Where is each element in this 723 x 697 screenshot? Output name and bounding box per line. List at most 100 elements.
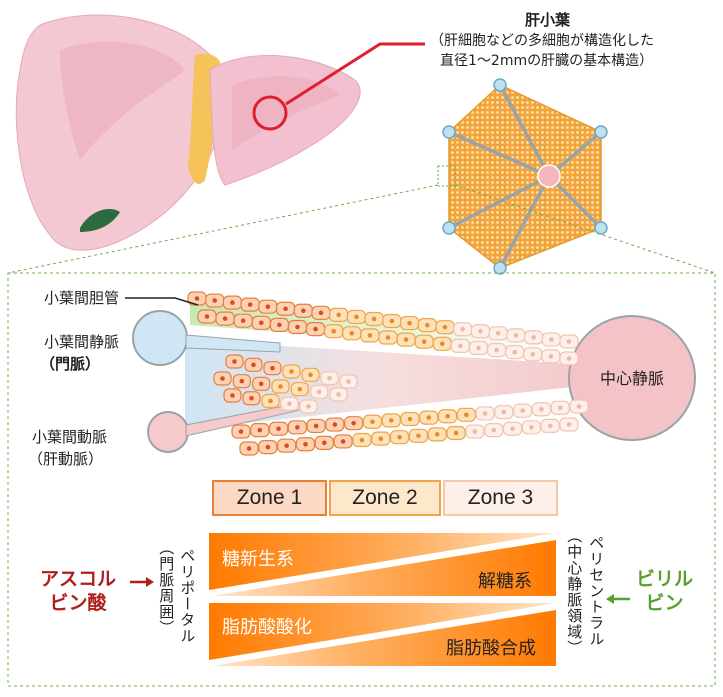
hepatocyte-nucleus — [300, 308, 306, 314]
hepatocyte-nucleus — [276, 426, 281, 432]
hepatocyte-nucleus — [295, 324, 300, 330]
hepatocyte-nucleus — [265, 444, 271, 450]
lobule-desc-line1: （肝細胞などの多細胞が構造化した — [430, 33, 654, 49]
hepatic-artery-shape — [147, 411, 189, 453]
hepatocyte-nucleus — [547, 423, 553, 429]
liver-illustration — [15, 14, 361, 251]
hepatocyte-nucleus — [204, 314, 210, 319]
hepatocyte-nucleus — [501, 409, 507, 415]
hepatocyte-nucleus — [287, 401, 292, 407]
gluconeogenesis-label: 糖新生系 — [222, 549, 294, 570]
hepatocyte-nucleus — [442, 324, 448, 330]
hepatocyte-nucleus — [278, 384, 283, 389]
zoom-line-right — [454, 184, 716, 274]
portal-vein-branch — [185, 334, 281, 353]
hepatocyte-nucleus — [327, 375, 332, 381]
hepatocyte-nucleus — [230, 300, 235, 305]
hepatocyte-nucleus — [340, 439, 346, 444]
hepatocyte-nucleus — [270, 365, 275, 371]
hepatocyte-nucleus — [440, 341, 445, 347]
hepatocyte-nucleus — [460, 326, 466, 332]
hepatocyte-nucleus — [306, 404, 311, 409]
hepatocyte-nucleus — [220, 376, 225, 381]
lobule-central-vein — [537, 164, 561, 188]
hepatocyte-nucleus — [246, 446, 252, 451]
hepatocyte-nucleus — [445, 413, 450, 419]
fa-synthesis-label: 脂肪酸合成 — [446, 638, 536, 659]
hepatocyte-nucleus — [566, 422, 572, 427]
lobule-highlight-circle — [252, 95, 288, 131]
central-vein-label: 中心静脈 — [600, 369, 665, 388]
hepatocyte-nucleus — [407, 320, 412, 326]
wedge-fa-synthesis — [212, 610, 556, 666]
portal-node — [594, 125, 608, 139]
hepatocyte-nucleus — [251, 362, 256, 368]
hepatocyte-nucleus — [259, 320, 264, 326]
hepatocyte-nucleus — [222, 316, 228, 321]
zoom-frame — [7, 272, 716, 687]
hepatocyte-nucleus — [336, 392, 341, 397]
hepatocyte-nucleus — [308, 372, 313, 378]
hepatocyte-nucleus — [268, 398, 273, 404]
ascorbic-acid-label: アスコル ビン酸 — [40, 568, 116, 616]
hepatocyte-nucleus — [303, 441, 308, 447]
hepatocyte-nucleus — [370, 419, 375, 425]
pericentral-sub-label: （中心静脈領域） — [565, 528, 584, 656]
hepatocyte-nucleus — [332, 422, 338, 427]
hepatocyte-nucleus — [510, 426, 515, 432]
hepatocyte-nucleus — [239, 378, 245, 384]
gallbladder — [80, 208, 120, 232]
hepatocyte-nucleus — [424, 322, 430, 328]
zone-2-box: Zone 2 — [329, 480, 441, 516]
ascorbic-line2: ビン酸 — [49, 591, 107, 614]
hepatocyte-nucleus — [232, 359, 237, 364]
hepatocyte-nucleus — [354, 314, 359, 320]
hepatocyte-nucleus — [283, 306, 288, 312]
hexagon-body — [448, 84, 602, 269]
hepatocyte-nucleus — [548, 337, 554, 342]
portal-node — [493, 78, 507, 92]
pericentral-label: ペリセントラル — [587, 535, 606, 647]
hepatocyte-nucleus — [249, 395, 254, 401]
glycolysis-label: 解糖系 — [478, 571, 532, 592]
hepatocyte-nucleus — [529, 425, 534, 430]
hepatocyte-nucleus — [434, 432, 440, 437]
hepatocyte-nucleus — [238, 429, 244, 434]
hepatocyte-nucleus — [557, 405, 563, 411]
hepatocyte-nucleus — [453, 430, 459, 436]
bilirubin-line2: ビン — [645, 591, 684, 614]
lobule-desc-line2: 直径1～2mmの肝臓の基本構造） — [440, 53, 654, 69]
hepatic-artery-label: 小葉間動脈 — [32, 428, 108, 446]
zoom-source-box — [437, 165, 456, 187]
hepatocyte-nucleus — [566, 339, 572, 344]
hepatocyte-nucleus — [297, 386, 303, 392]
hepatocyte-nucleus — [539, 406, 544, 412]
bilirubin-line1: ビリル — [636, 568, 694, 590]
bilirubin-label: ビリル ビン — [636, 568, 693, 616]
hepatocyte-nucleus — [548, 354, 554, 359]
hepatocyte-nucleus — [313, 326, 318, 332]
hepatocyte-nucleus — [421, 339, 427, 345]
hepatocyte-nucleus — [458, 343, 463, 349]
hepatocyte-nucleus — [212, 298, 218, 303]
hepatocyte-nucleus — [313, 423, 319, 429]
hepatocyte-nucleus — [530, 352, 536, 357]
portal-node — [493, 261, 507, 275]
ascorbic-line1: アスコル — [40, 568, 117, 590]
hepatocyte-nucleus — [476, 345, 481, 351]
hepatocyte-nucleus — [295, 425, 300, 430]
hepatocyte-nucleus — [482, 411, 488, 416]
ascorbic-arrow — [130, 577, 154, 587]
central-vein-shape — [568, 315, 696, 441]
portal-vein-shape — [132, 310, 188, 366]
hepatocyte-nucleus — [416, 433, 421, 439]
hepatocyte-nucleus — [513, 333, 519, 338]
hepatocyte-nucleus — [257, 427, 263, 433]
zoom-line-left — [7, 184, 439, 274]
hepatocyte-nucleus — [495, 331, 501, 336]
hepatocyte-nucleus — [472, 429, 478, 434]
hepatocyte-nucleus — [389, 318, 395, 324]
hepatocyte-nucleus — [346, 379, 351, 384]
